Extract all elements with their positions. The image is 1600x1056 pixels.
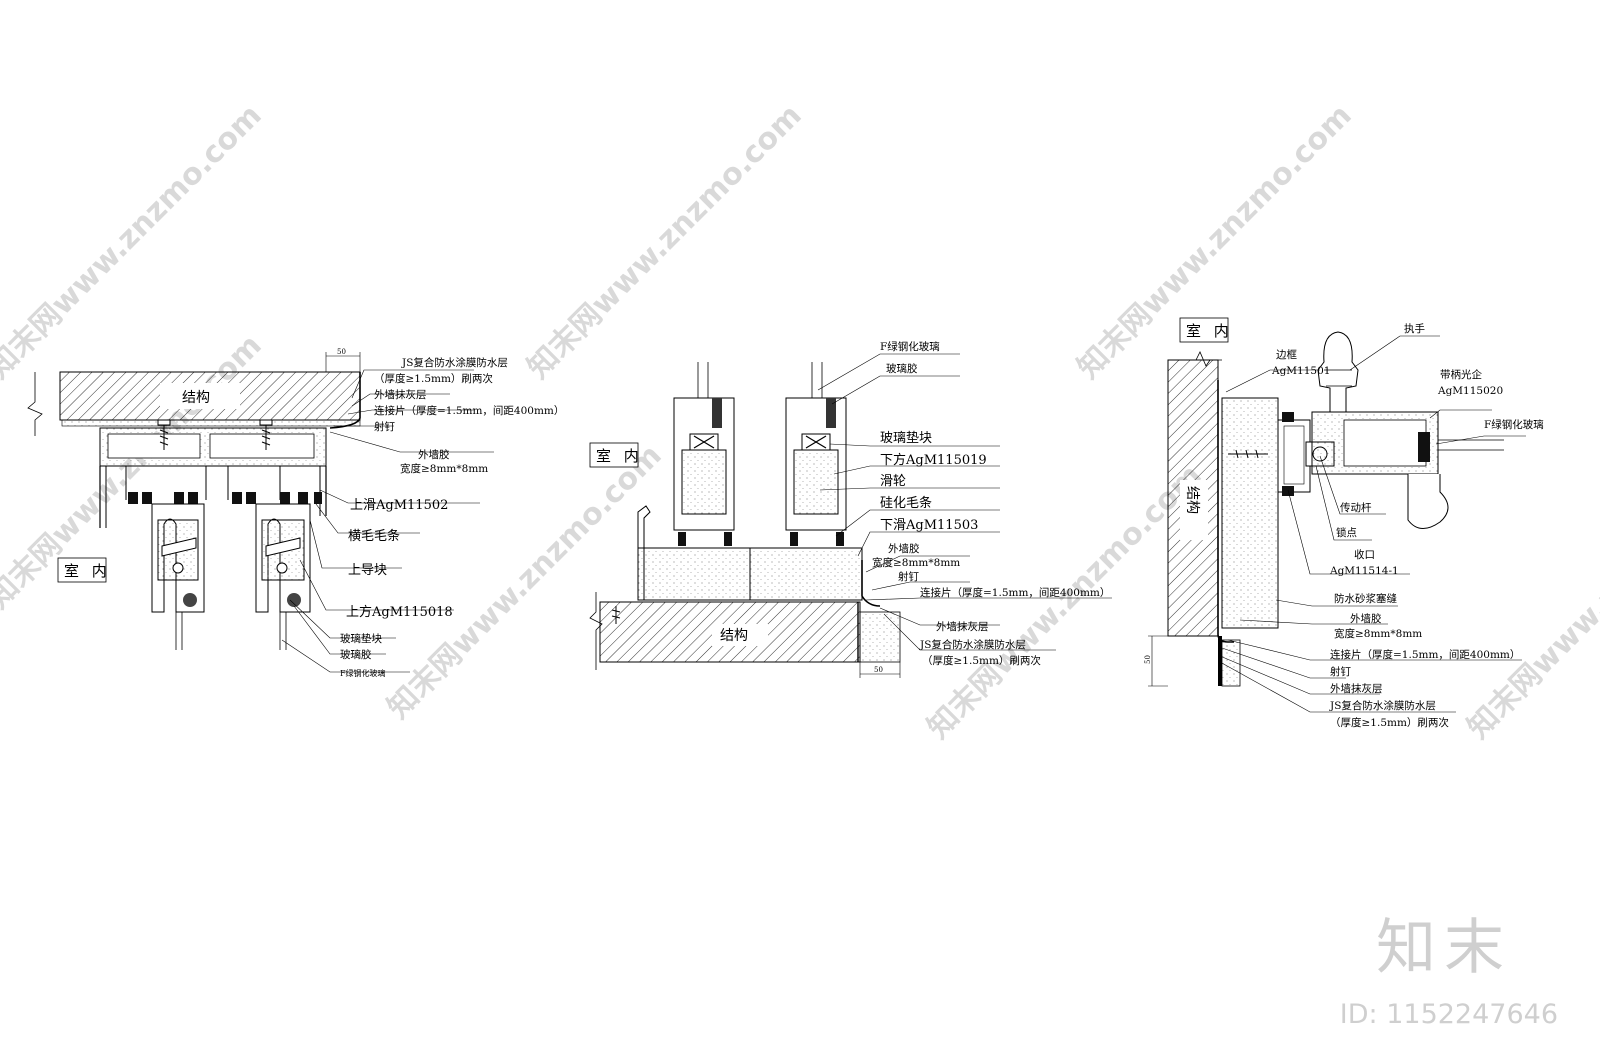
annotation-label: 宽度≥8mm*8mm (1334, 627, 1422, 640)
annotation-label: 宽度≥8mm*8mm (872, 556, 960, 569)
annotation-label: JS复合防水涂膜防水层 (919, 638, 1026, 651)
frame-profile (1277, 419, 1311, 493)
indoor-box (1179, 317, 1229, 343)
annotation-label: 连接片（厚度=1.5mm，间距400mm） (374, 404, 564, 417)
annotation-label: 射钉 (374, 420, 395, 433)
annotation-label: AgM11514-1 (1329, 565, 1399, 577)
id-watermark: ID: 1152247646 (1339, 999, 1558, 1030)
watermark-text: 知末网www.znzmo.com (1071, 98, 1359, 386)
annotation-label: F绿钢化玻璃 (340, 668, 386, 678)
annotation-label: 外墙胶 (1350, 612, 1382, 625)
indoor-box (57, 557, 107, 583)
annotation-label: JS复合防水涂膜防水层 (1329, 699, 1436, 712)
annotation-label: 玻璃胶 (886, 362, 918, 375)
annotation-label: （厚度≥1.5mm）刷两次 (374, 372, 493, 385)
detail-bottom-track: 结构 50 室 内 (589, 340, 1112, 678)
indoor-box (589, 442, 639, 468)
annotation-label: 外墙胶 (888, 542, 920, 555)
annotation-label: 连接片（厚度=1.5mm，间距400mm） (920, 586, 1110, 599)
annotation-label: JS复合防水涂膜防水层 (401, 356, 508, 369)
annotation-label: 射钉 (898, 570, 919, 583)
annotation-label: F绿钢化玻璃 (880, 340, 940, 353)
annotation-label: （厚度≥1.5mm）刷两次 (922, 654, 1041, 667)
annotation-label: 带柄光企 (1440, 368, 1482, 381)
annotation-label: 玻璃胶 (340, 648, 372, 661)
annotation-label: 滑轮 (880, 474, 906, 489)
indoor-label: 室 内 (1186, 322, 1233, 340)
indoor-label: 室 内 (596, 447, 643, 465)
detail-top-track: 结构 50 (27, 348, 564, 678)
watermark-text: 知末网www.znzmo.com (381, 438, 669, 726)
dimension-label: 50 (1144, 655, 1152, 664)
annotation-label: 硅化毛条 (880, 495, 932, 511)
annotation-label: 宽度≥8mm*8mm (400, 462, 488, 475)
annotation-label: 连接片（厚度=1.5mm，间距400mm） (1330, 648, 1520, 661)
annotation-label: AgM115020 (1437, 385, 1503, 397)
annotation-label: 外墙抹灰层 (374, 388, 427, 401)
annotation-label: 横毛毛条 (348, 528, 400, 544)
annotation-label: 上滑AgM11502 (350, 498, 448, 513)
annotation-label: 执手 (1404, 322, 1425, 335)
annotation-label: AgM11501 (1271, 365, 1330, 377)
structure-label: 结构 (182, 390, 210, 406)
annotation-label: 射钉 (1330, 665, 1352, 678)
annotation-label: 锁点 (1336, 526, 1357, 539)
watermark-text: 知末网www.znzmo.com (1461, 458, 1600, 746)
annotation-label: 收口 (1354, 548, 1375, 561)
annotation-label: 传动杆 (1340, 501, 1372, 514)
structure-label: 结构 (1184, 486, 1200, 514)
dimension-label: 50 (874, 666, 883, 674)
annotation-label: 外墙抹灰层 (936, 620, 989, 633)
annotation-label: 玻璃垫块 (340, 632, 382, 645)
indoor-label: 室 内 (64, 562, 111, 580)
watermark-text: 知末网www.znzmo.com (921, 458, 1209, 746)
detail-side-frame: 结构 室 内 (1144, 317, 1544, 729)
annotation-label: （厚度≥1.5mm）刷两次 (1330, 716, 1449, 729)
annotation-label: 下滑AgM11503 (880, 518, 978, 533)
dimension-label: 50 (337, 348, 346, 356)
watermark-text: 知末网www.znzmo.com (521, 98, 809, 386)
annotation-label: 上导块 (348, 563, 387, 578)
annotation-label: 边框 (1276, 348, 1298, 361)
annotation-label: 防水砂浆塞缝 (1334, 592, 1397, 605)
annotation-label: 玻璃垫块 (880, 430, 932, 446)
annotation-label: 下方AgM115019 (880, 452, 987, 468)
structure-label: 结构 (720, 628, 748, 644)
annotation-label: 上方AgM115018 (346, 604, 453, 620)
mortar-fill (1221, 397, 1279, 629)
brand-watermark: 知末 (1376, 913, 1512, 983)
annotation-label: 外墙抹灰层 (1330, 682, 1383, 695)
annotation-label: 外墙胶 (418, 448, 450, 461)
annotation-label: F绿钢化玻璃 (1484, 418, 1544, 431)
